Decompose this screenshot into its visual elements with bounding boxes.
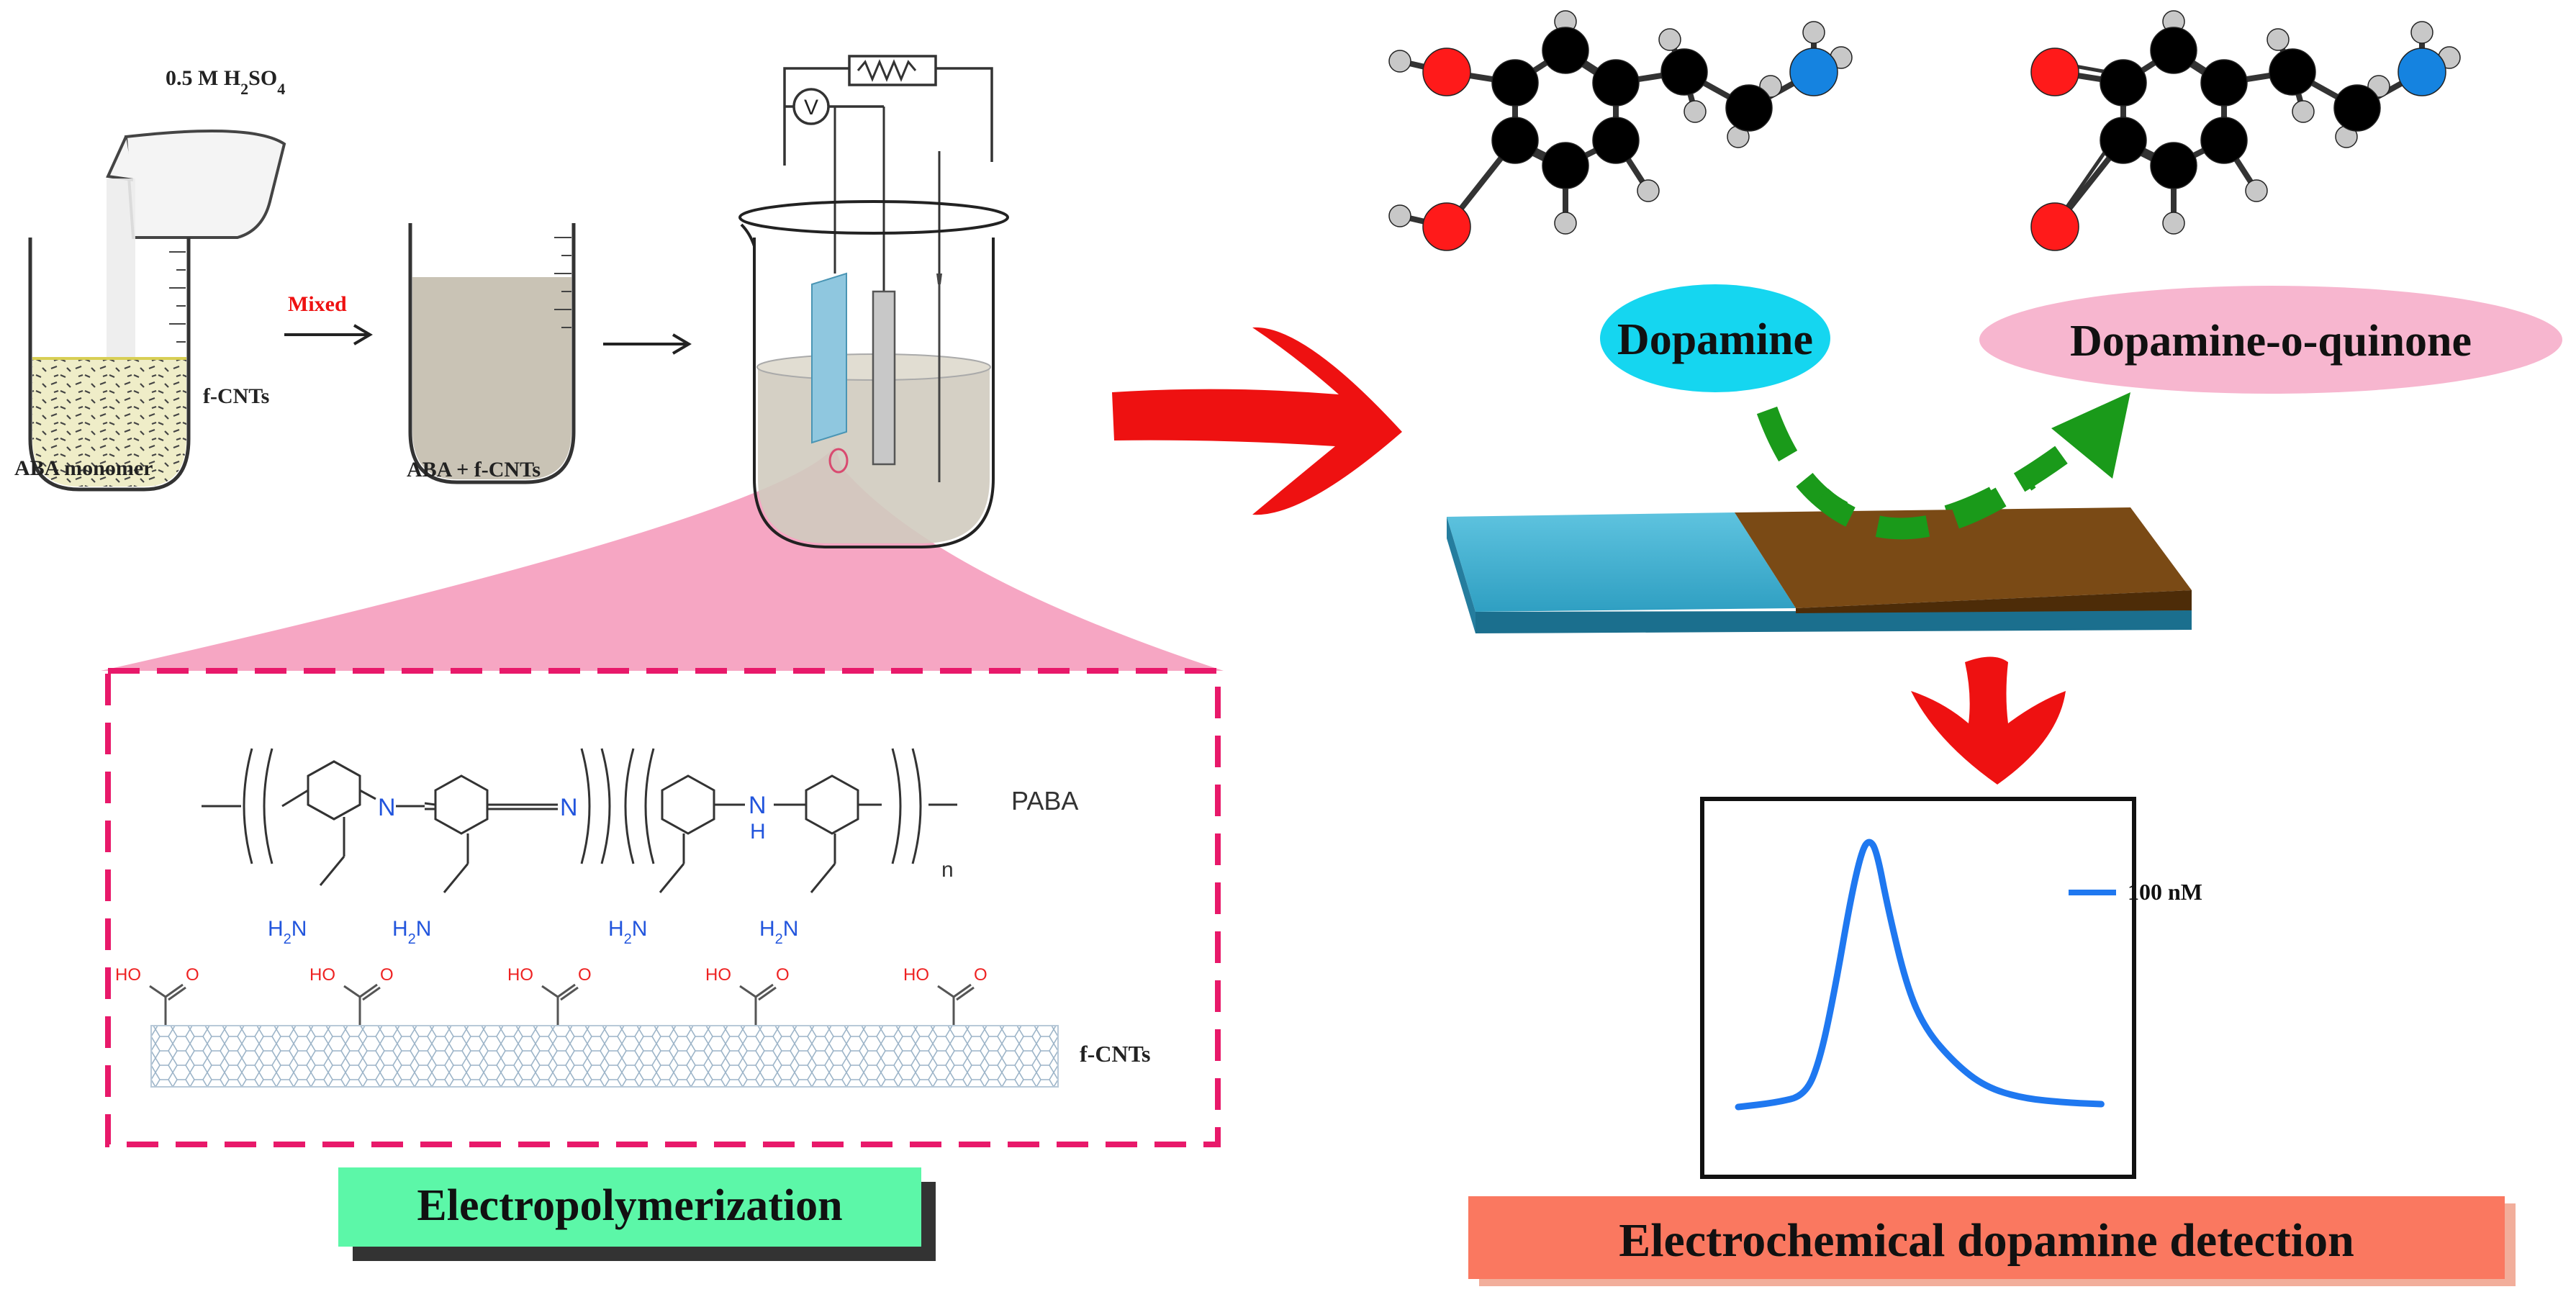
hydroxyl-label: HO [705, 965, 731, 985]
quinone-pill: Dopamine-o-quinone [1979, 286, 2562, 394]
carbon-atom [2150, 142, 2197, 189]
carbon-atom [2200, 117, 2248, 164]
amine-group: H2N [268, 917, 307, 947]
chart-frame [1700, 797, 2136, 1179]
acid-label: 0.5 M H2SO4 [166, 66, 285, 98]
aba-monomer-beaker-icon [28, 238, 191, 492]
carboxyl-group: HO O [309, 965, 394, 1026]
carboxyl-group: HO O [903, 965, 988, 1026]
hydrogen-atom [2267, 28, 2290, 51]
pouring-flask-icon [106, 130, 286, 358]
oxygen-atom [1422, 202, 1471, 251]
voltmeter-label: V [804, 96, 818, 119]
hydrogen-atom [1802, 21, 1825, 44]
nh-nitrogen: N [749, 792, 767, 819]
oxygen-label: O [776, 965, 790, 985]
hydrogen-atom [1658, 28, 1681, 51]
amine-group: H2N [759, 917, 798, 947]
nh-hydrogen: H [750, 820, 766, 844]
carbon-atom [2200, 59, 2248, 107]
fcnts-top-label: f-CNTs [203, 384, 269, 408]
quinone-molecule [2030, 10, 2461, 251]
cnt-sheet [150, 1025, 1059, 1088]
nitrogen-atom-1: N [378, 794, 396, 821]
carbon-atom [1725, 84, 1773, 132]
carboxyl-group: HO O [115, 965, 199, 1026]
svg-text:Electrochemical dopamine detec: Electrochemical dopamine detection [1619, 1214, 2354, 1267]
aba-monomer-label: ABA monomer [14, 456, 153, 480]
hydrogen-atom [1388, 50, 1411, 73]
oxygen-label: O [186, 965, 199, 985]
hydrogen-atom [2245, 179, 2268, 202]
amine-group: H2N [392, 917, 431, 947]
electrochemical-cell-icon: V [738, 55, 1009, 548]
carbon-atom [1542, 142, 1589, 189]
detection-banner: Electrochemical dopamine detection [1468, 1196, 2516, 1286]
hydrogen-atom [1554, 212, 1577, 235]
hydroxyl-label: HO [507, 965, 533, 985]
svg-text:H2N: H2N [759, 917, 798, 947]
svg-text:Dopamine: Dopamine [1617, 315, 1813, 364]
oxygen-atom [1422, 48, 1471, 96]
carbon-atom [1542, 27, 1589, 74]
n-subscript: n [941, 858, 954, 882]
arrow-icon [603, 333, 692, 355]
svg-text:H2N: H2N [392, 917, 431, 947]
hydrogen-atom [2292, 100, 2315, 123]
nitrogen-atom [2398, 48, 2446, 96]
carbon-atom [2150, 27, 2197, 74]
legend-label: 100 nM [2128, 879, 2202, 905]
carbon-atom [1592, 59, 1640, 107]
oxygen-atom [2030, 202, 2079, 251]
carbon-atom [2100, 59, 2147, 107]
red-arrow-icon [1112, 327, 1402, 515]
series-line-100nm [1735, 839, 2105, 1111]
hydroxyl-label: HO [309, 965, 335, 985]
hydrogen-atom [1637, 179, 1660, 202]
carboxyl-groups: HO O HO O HO O HO O HO O [115, 965, 988, 1026]
mixture-beaker-icon [408, 223, 576, 484]
amine-group: H2N [608, 917, 647, 947]
hydrogen-atom [1388, 204, 1411, 227]
carbon-atom [2100, 117, 2147, 164]
voltammogram-chart: 100 nM [1700, 797, 2202, 1179]
carbon-atom [1660, 48, 1708, 96]
hydroxyl-label: HO [115, 965, 141, 985]
nitrogen-atom-2: N [560, 794, 578, 821]
svg-text:Electropolymerization: Electropolymerization [417, 1181, 842, 1230]
dopamine-molecule [1388, 10, 1853, 251]
hydrogen-atom [1684, 100, 1707, 123]
svg-text:Dopamine-o-quinone: Dopamine-o-quinone [2070, 317, 2472, 366]
oxygen-label: O [974, 965, 988, 985]
down-arrow-icon [1911, 656, 2066, 785]
carbon-atom [1592, 117, 1640, 164]
paba-label: PABA [1011, 786, 1078, 815]
arrow-icon [284, 324, 373, 345]
paba-structure [202, 748, 957, 893]
nitrogen-atom [1789, 48, 1838, 96]
fcnts-bottom-label: f-CNTs [1080, 1041, 1150, 1067]
electrode-strip-icon [1447, 507, 2192, 633]
hydrogen-atom [2162, 212, 2185, 235]
carbon-atom [2269, 48, 2316, 96]
aba-fcnts-label: ABA + f-CNTs [407, 458, 541, 482]
svg-text:H2N: H2N [608, 917, 647, 947]
carbon-atom [1491, 59, 1539, 107]
oxygen-label: O [578, 965, 592, 985]
dopamine-pill: Dopamine [1600, 284, 1830, 392]
mixed-label: Mixed [288, 292, 347, 316]
oxygen-atom [2030, 48, 2079, 96]
svg-text:H2N: H2N [268, 917, 307, 947]
carbon-atom [2333, 84, 2381, 132]
carboxyl-group: HO O [507, 965, 592, 1026]
oxygen-label: O [380, 965, 394, 985]
carbon-atom [1491, 117, 1539, 164]
electropolymerization-banner: Electropolymerization [338, 1167, 936, 1261]
zoom-cone [101, 446, 1224, 671]
hydroxyl-label: HO [903, 965, 929, 985]
hydrogen-atom [2410, 21, 2433, 44]
carboxyl-group: HO O [705, 965, 790, 1026]
